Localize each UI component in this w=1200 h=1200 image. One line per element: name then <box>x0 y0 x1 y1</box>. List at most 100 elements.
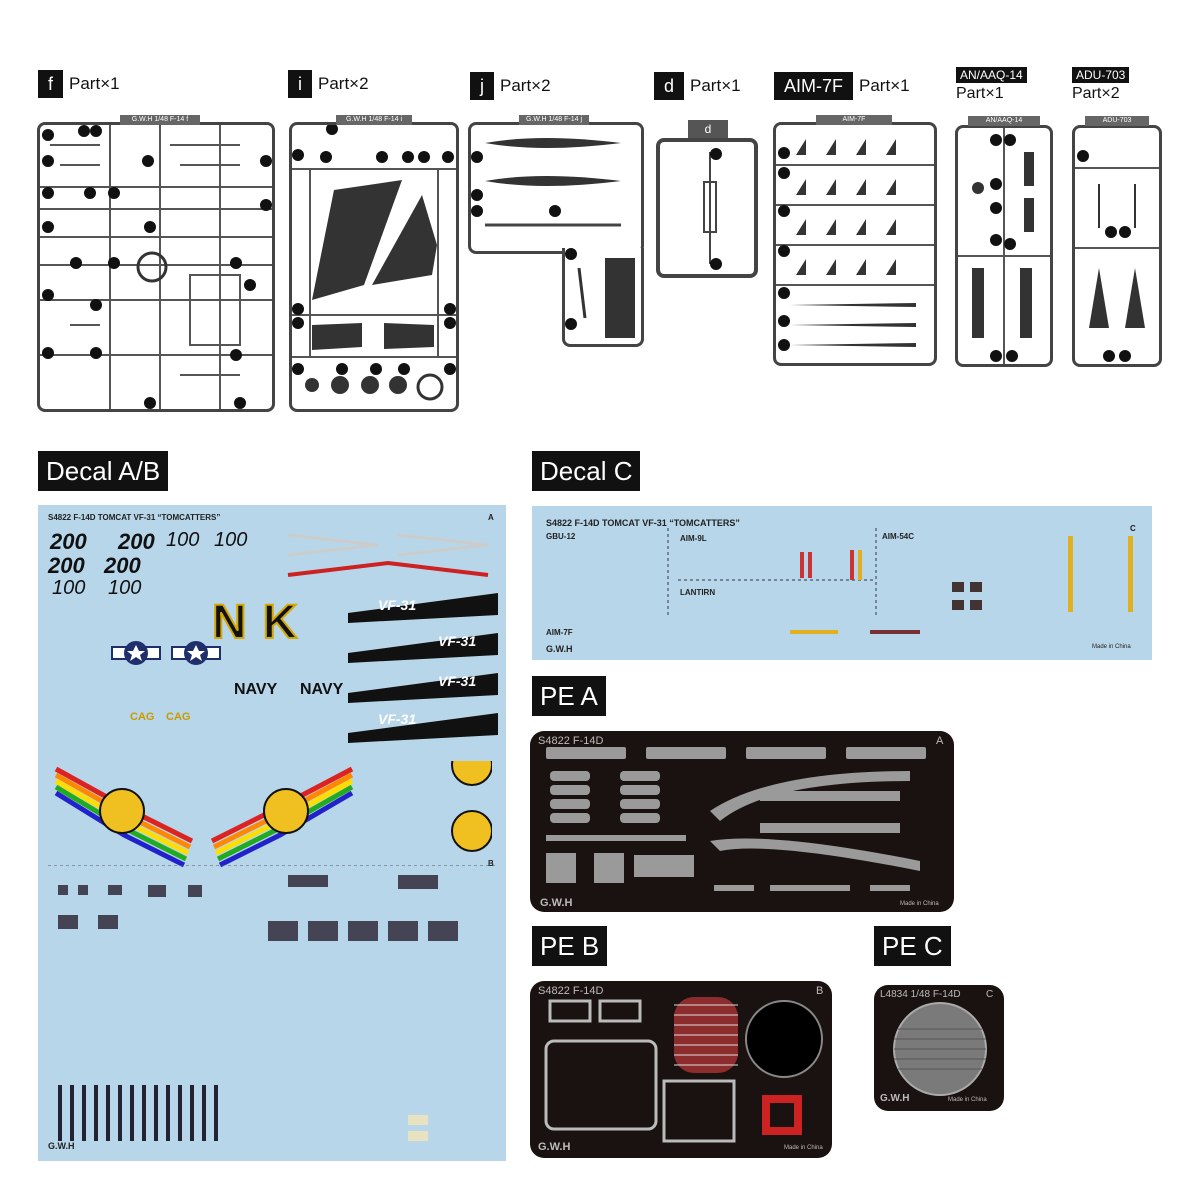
part-label-d: d Part×1 <box>654 72 741 100</box>
sprue-j: G.W.H 1/48 F-14 j <box>468 115 644 254</box>
nk-letters: NK <box>211 595 314 650</box>
vf31-text: VF-31 <box>378 597 417 613</box>
pe-c-parts <box>893 1002 987 1096</box>
cag-text: CAG <box>130 711 155 723</box>
vf31-text: VF-31 <box>438 673 477 689</box>
pe-c-fret: L4834 1/48 F-14D C G.W.H Made in China <box>874 985 1004 1111</box>
part-label-f: f Part×1 <box>38 70 120 98</box>
brand-logo: G.W.H <box>538 1141 571 1153</box>
stencil-area <box>48 865 498 1141</box>
part-qty: Part×1 <box>859 76 910 95</box>
sprue-j-lower-drawing <box>565 248 635 338</box>
made-in-china: Made in China <box>948 1097 987 1103</box>
sprue-aim7f-drawing <box>776 139 934 351</box>
red-chevrons <box>287 533 489 577</box>
made-in-china: Made in China <box>900 901 939 907</box>
sprue-adu703: ADU-703 <box>1072 116 1162 367</box>
navy-text: NAVY <box>300 681 344 698</box>
pe-b-parts <box>544 997 823 1143</box>
pe-b-heading: PE B <box>532 926 608 966</box>
part-qty: Part×2 <box>318 74 369 93</box>
rainbow-wings <box>54 761 492 868</box>
decal-c-sheet: S4822 F-14D TOMCAT VF-31 “TOMCATTERS” C … <box>532 506 1152 660</box>
part-label-aim7f: AIM-7F Part×1 <box>774 72 910 100</box>
brand-logo: G.W.H <box>546 644 573 654</box>
part-letter: AN/AAQ-14 <box>956 67 1027 83</box>
part-qty: Part×2 <box>1072 85 1120 102</box>
pe-a-fret: S4822 F-14D A G.W.H Made in China <box>530 731 954 912</box>
sprue-anaaq14-drawing <box>958 128 1050 364</box>
number-100: 100 <box>52 577 86 599</box>
part-letter: j <box>470 72 494 100</box>
pe-a-title: S4822 F-14D <box>538 735 604 747</box>
navy-text: NAVY <box>234 681 278 698</box>
decal-ab-heading: Decal A/B <box>38 451 169 491</box>
pe-a-corner: A <box>936 735 944 747</box>
pe-b-corner: B <box>816 985 824 997</box>
number-100: 100 <box>108 577 142 599</box>
sprue-tab: AIM-7F <box>816 115 892 125</box>
pe-c-title: L4834 1/48 F-14D <box>880 989 961 1000</box>
part-label-anaaq14: AN/AAQ-14 Part×1 <box>956 67 1027 103</box>
us-roundels <box>111 641 221 665</box>
part-letter: d <box>654 72 685 100</box>
gbu12-label: GBU-12 <box>546 532 576 541</box>
aim54c-label: AIM-54C <box>882 532 915 541</box>
sprue-tab: ADU-703 <box>1085 116 1149 126</box>
part-letter: AIM-7F <box>774 72 854 100</box>
decal-ab-sheet: S4822 F-14D TOMCAT VF-31 “TOMCATTERS” A … <box>38 505 506 1161</box>
decal-c-header: S4822 F-14D TOMCAT VF-31 “TOMCATTERS” <box>546 518 740 528</box>
vf31-text: VF-31 <box>438 633 477 649</box>
part-letter: i <box>288 70 312 98</box>
sprue-d-drawing <box>703 148 722 270</box>
brand-logo: G.W.H <box>540 897 573 909</box>
sprue-aim7f: AIM-7F <box>773 115 937 366</box>
number-200: 200 <box>50 529 87 554</box>
pe-b-title: S4822 F-14D <box>538 985 604 997</box>
part-label-j: j Part×2 <box>470 72 551 100</box>
lantirn-label: LANTIRN <box>680 588 716 597</box>
brand-logo: G.W.H <box>48 1141 75 1151</box>
pe-c-heading: PE C <box>874 926 951 966</box>
part-qty: Part×1 <box>69 74 120 93</box>
number-200: 200 <box>104 553 141 578</box>
corner-a: A <box>488 513 494 522</box>
sprue-j-drawing <box>471 138 621 227</box>
aim9l-label: AIM-9L <box>680 534 707 543</box>
pe-a-heading: PE A <box>532 676 606 716</box>
made-in-china: Made in China <box>1092 644 1131 650</box>
sprue-tab: G.W.H 1/48 F-14 f <box>120 115 200 125</box>
corner-c: C <box>1130 524 1136 533</box>
aim7f-label: AIM-7F <box>546 628 573 637</box>
number-200: 200 <box>118 529 155 554</box>
number-100: 100 <box>214 529 248 551</box>
part-letter: f <box>38 70 64 98</box>
number-200: 200 <box>48 553 85 578</box>
decal-c-markings <box>667 528 1133 634</box>
part-qty: Part×1 <box>956 85 1004 102</box>
part-label-adu703: ADU-703 Part×2 <box>1072 67 1130 103</box>
brand-logo: G.W.H <box>880 1093 910 1104</box>
sprue-f-drawing <box>40 125 272 409</box>
sprue-adu703-drawing <box>1075 150 1159 362</box>
sprue-tab: AN/AAQ-14 <box>968 116 1040 126</box>
sprue-i-drawing <box>292 125 456 401</box>
pe-b-fret: S4822 F-14D B G.W.H Made in China <box>530 981 832 1158</box>
decal-ab-header: S4822 F-14D TOMCAT VF-31 “TOMCATTERS” <box>48 513 221 522</box>
vf31-tails <box>348 593 498 743</box>
part-qty: Part×1 <box>690 76 741 95</box>
sprue-anaaq14: AN/AAQ-14 <box>955 116 1053 367</box>
pe-a-parts <box>546 747 926 891</box>
sprue-d: d <box>656 120 758 278</box>
pe-c-corner: C <box>986 989 994 1000</box>
sprue-i: G.W.H 1/48 F-14 i <box>289 115 459 412</box>
part-qty: Part×2 <box>500 76 551 95</box>
sprue-f: G.W.H 1/48 F-14 f <box>37 115 275 412</box>
cag-text: CAG <box>166 711 191 723</box>
made-in-china: Made in China <box>784 1145 823 1151</box>
sprue-tab: d <box>688 120 728 138</box>
part-letter: ADU-703 <box>1072 67 1130 83</box>
sprue-tab: G.W.H 1/48 F-14 j <box>519 115 589 125</box>
number-100: 100 <box>166 529 200 551</box>
sprue-tab: G.W.H 1/48 F-14 i <box>336 115 412 125</box>
